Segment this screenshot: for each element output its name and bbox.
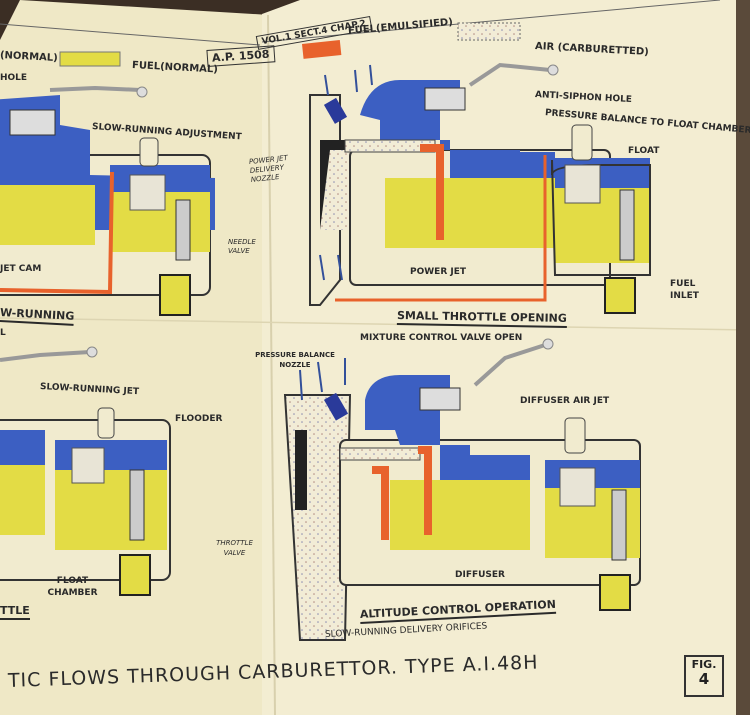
label-fuel-inlet: FUEL INLET: [670, 279, 699, 301]
diagram-altitude-control: [283, 338, 641, 641]
label-diffuser: DIFFUSER: [455, 570, 505, 580]
caption-small-throttle-opening: SMALL THROTTLE OPENING: [396, 309, 567, 328]
legend-swatch-fuel-emulsified: [302, 40, 342, 59]
label-jet-cam: JET CAM: [0, 264, 42, 274]
header-rule-right: [261, 0, 721, 43]
fold-line: [267, 14, 276, 715]
label-pressure-balance-nozzle: PRESSURE BALANCE NOZZLE: [255, 351, 335, 369]
legend-swatch-fuel-normal: [59, 51, 121, 67]
label-mixture-control-valve-open: MIXTURE CONTROL VALVE OPEN: [360, 333, 523, 343]
figure-number-box: FIG. 4: [684, 655, 724, 697]
label-needle-valve: NEEDLE VALVE: [228, 238, 256, 255]
label-power-jet: POWER JET: [410, 267, 467, 277]
label-l: L: [0, 328, 6, 338]
diagram-small-throttle-opening: [309, 62, 651, 314]
caption-full-throttle: TTLE: [0, 604, 30, 620]
fold-line-horizontal: [0, 317, 750, 331]
diagram-slow-running: [0, 85, 215, 316]
figure-number: 4: [698, 670, 710, 688]
label-float: FLOAT: [628, 146, 660, 156]
label-diffuser-air-jet: DIFFUSER AIR JET: [520, 396, 610, 406]
figure-label: FIG.: [691, 658, 717, 671]
label-hole: HOLE: [0, 73, 28, 83]
legend-swatch-air-carburetted: [457, 22, 521, 41]
header-rule: [0, 23, 261, 46]
label-flooder: FLOODER: [175, 414, 223, 424]
label-float-chamber: FLOAT CHAMBER: [47, 576, 98, 598]
diagram-full-throttle: [0, 346, 171, 596]
right-edge-shadow: [736, 0, 750, 715]
label-throttle-valve: THROTTLE VALVE: [216, 539, 253, 557]
